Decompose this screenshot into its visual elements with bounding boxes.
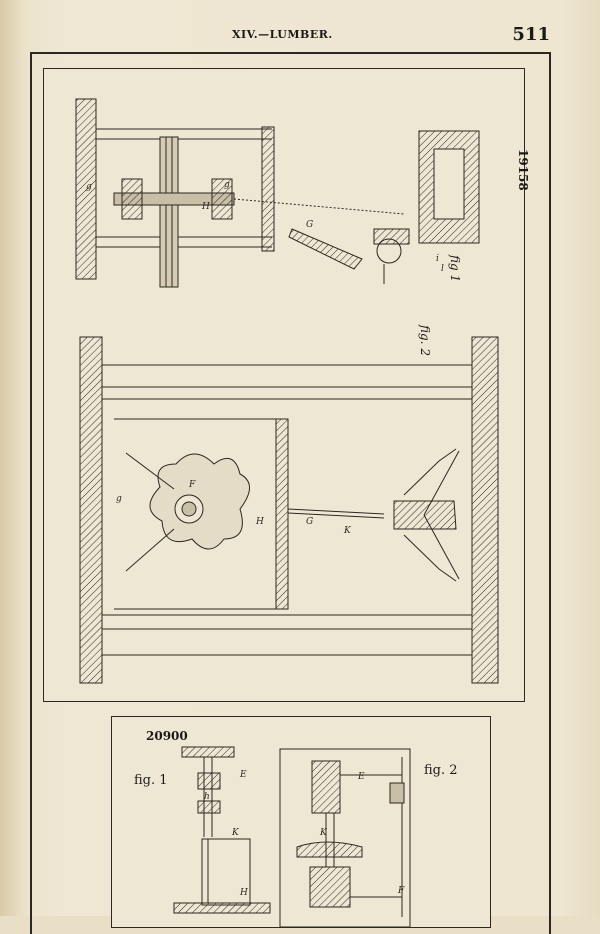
figure-2-drawing-20900: E K F — [279, 748, 411, 927]
svg-text:G: G — [306, 517, 313, 527]
mechanical-drawing-19158: g g H G i l — [75, 98, 499, 684]
running-head: XIV.—LUMBER. — [232, 28, 333, 41]
connecting-rod — [287, 508, 385, 515]
svg-text:K: K — [231, 828, 240, 838]
vertical-shaft — [159, 136, 179, 288]
svg-text:E: E — [239, 770, 247, 780]
mechanical-drawing-20900: E h K H E K F — [173, 746, 411, 927]
fig1-label-20900: fig. 1 — [134, 773, 168, 788]
clamp-head — [393, 500, 457, 530]
svg-text:l: l — [441, 264, 444, 274]
page-border — [30, 52, 551, 934]
fig2-label-20900: fig. 2 — [424, 763, 458, 778]
figure-1-drawing: g g H G i l — [75, 98, 480, 288]
svg-text:g: g — [86, 182, 92, 192]
feed-screw — [233, 198, 405, 215]
svg-text:F: F — [188, 480, 196, 490]
svg-text:g: g — [116, 494, 122, 504]
left-base-block — [75, 98, 97, 280]
page-header: XIV.—LUMBER. 511 — [0, 24, 600, 50]
svg-text:i: i — [436, 254, 439, 264]
figure-1-drawing-20900: E h K H — [173, 746, 271, 914]
svg-text:K: K — [343, 526, 352, 536]
svg-text:g: g — [224, 180, 230, 190]
fig2-label-19158: fig. 2 — [418, 325, 432, 356]
center-post — [275, 418, 289, 610]
right-wall — [471, 336, 499, 684]
lever-arm — [288, 228, 363, 270]
svg-text:G: G — [306, 220, 313, 230]
frame-post-right — [261, 126, 275, 252]
page-number: 511 — [512, 24, 550, 45]
fig1-label-19158: fig 1 — [448, 255, 462, 283]
svg-text:H: H — [255, 517, 264, 527]
svg-text:H: H — [201, 202, 210, 212]
svg-text:H: H — [239, 888, 248, 898]
svg-text:h: h — [204, 792, 210, 802]
patent-plate-19158: g g H G i l — [43, 68, 530, 702]
patent-number-20900: 20900 — [146, 729, 188, 743]
svg-text:F: F — [397, 886, 405, 896]
patent-number-19158: 19158 — [516, 149, 530, 191]
patent-plate-20900: E h K H E K F 20900 fig. 1 — [111, 716, 491, 928]
left-wall — [79, 336, 103, 684]
svg-text:K: K — [319, 828, 328, 838]
svg-text:E: E — [357, 772, 365, 782]
figure-2-drawing: F H G K g — [79, 336, 499, 684]
